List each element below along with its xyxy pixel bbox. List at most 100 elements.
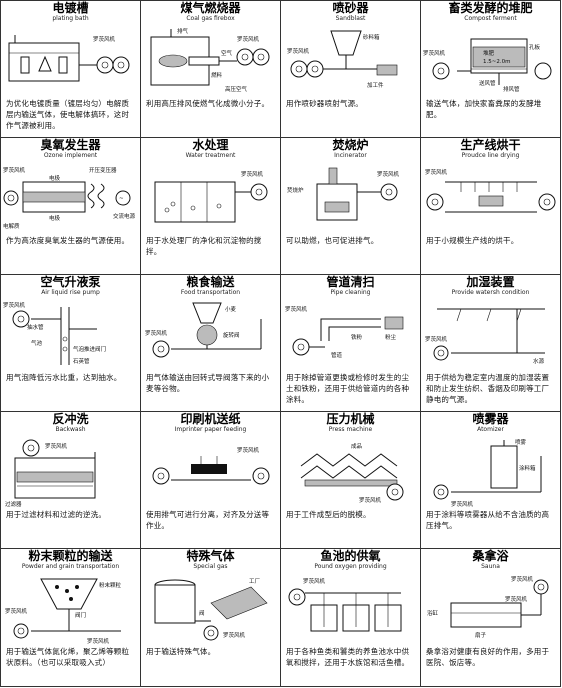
diagram-label: 电解质 xyxy=(3,222,20,230)
powder-transport-diagram: 罗茨风机 粉末颗粒 阀门 罗茨风机 xyxy=(5,578,122,645)
diagram-label: 罗茨风机 xyxy=(237,35,260,43)
diagram-label: 罗茨风机 xyxy=(505,595,528,603)
diagram-label: 阀 xyxy=(199,609,205,617)
cell-subtitle: Press machine xyxy=(328,426,373,433)
sauna-diagram: 罗茨风机 罗茨风机 浴缸 扇子 xyxy=(427,575,549,639)
diagram-label: 粉尘 xyxy=(385,333,397,341)
cell-atomizer: 喷雾器 Atomizer 喷雾 涂料箱 罗茨风机 用于涂料等喷雾器从给不含油质的… xyxy=(421,412,561,549)
diagram-label: 罗茨风机 xyxy=(237,446,260,454)
diagram-label: 排风管 xyxy=(503,85,520,93)
diagram-label: 粉末颗粒 xyxy=(99,581,122,589)
cell-title: 加湿装置 xyxy=(466,275,515,289)
diagram-label: 铁粉 xyxy=(351,333,363,341)
cell-header: 喷砂器 Sandblast xyxy=(281,1,420,25)
cell-header: 电镀槽 plating bath xyxy=(1,1,140,25)
cell-description: 为优化电镀质量（镀层均匀）电解质层内输送气体，使电解体搞环，这时作气源被利用。 xyxy=(6,99,130,130)
cell-title: 印刷机送纸 xyxy=(180,412,241,426)
diagram-label: 罗茨风机 xyxy=(303,577,326,585)
roots-blower-icon xyxy=(432,62,450,80)
diagram-label: 罗茨风机 xyxy=(87,637,110,645)
cell-description: 利用高压排风使燃气化成微小分子。 xyxy=(146,99,270,108)
diagram-label: 罗茨风机 xyxy=(451,500,474,508)
cell-description: 用气体输送由回转式导阀落下来的小麦等谷物。 xyxy=(146,373,270,393)
cell-description: 用作喷砂器喷射气源。 xyxy=(286,99,363,108)
diagram-label: 罗茨风机 xyxy=(423,49,446,57)
cell-subtitle: Pipe cleaning xyxy=(330,289,371,296)
cell-header: 生产线烘干 Proudce line drying xyxy=(421,138,560,162)
roots-blower-icon xyxy=(203,625,219,641)
diagram-label: 空气 xyxy=(221,49,233,57)
bathtub xyxy=(450,602,522,628)
diagram-label: 浴缸 xyxy=(427,609,439,617)
cell-sandblast: 喷砂器 Sandblast 砂料箱 罗茨风机 加工件 用作喷砂器喷射气源。 xyxy=(281,1,421,138)
cell-coal-gas-firebox: 煤气燃烧器 Coal gas firebox 排气 罗茨风机 空气 燃料 高压空… xyxy=(141,1,281,138)
roots-blower-icon xyxy=(292,338,310,356)
cell-title: 水处理 xyxy=(192,138,229,152)
cell-subtitle: Compost ferment xyxy=(464,15,517,22)
cell-title: 鱼池的供氧 xyxy=(320,549,381,563)
cell-description: 用气泡降低污水比重，达到抽水。 xyxy=(6,373,122,382)
cell-description: 用于小规模生产线的烘干。 xyxy=(426,236,519,245)
ozone-diagram: ~ 罗茨风机 电极 电极 开压变压器 电解质 交流电源 xyxy=(3,166,136,230)
cell-header: 桑拿浴 Sauna xyxy=(421,549,560,573)
diagram-label: 涂料箱 xyxy=(519,464,536,472)
diagram-label: 送风管 xyxy=(479,79,496,87)
cell-subtitle: Atomizer xyxy=(477,426,504,433)
roots-blower-icon xyxy=(433,484,449,500)
cell-plating-bath: 电镀槽 plating bath 罗茨风机 为优化电镀质量（镀层均匀）电解质层内… xyxy=(1,1,141,138)
roots-blower-icon xyxy=(386,483,404,501)
roots-blower-icon xyxy=(426,193,444,211)
roots-blower-icon xyxy=(433,345,449,361)
pipe-cleaning-diagram: 罗茨风机 铁粉 粉尘 管道 xyxy=(285,305,404,359)
diagram-label: 气泡推进阀门 xyxy=(73,345,106,353)
cell-printer-paper-feeding: 印刷机送纸 Imprinter paper feeding 罗茨风机 使用排气可… xyxy=(141,412,281,549)
cell-description: 用于输送气体氮化烯，聚乙烯等颗粒状原料。（也可以采取吸入式） xyxy=(6,647,130,667)
roots-blower-icon xyxy=(250,183,268,201)
cell-production-line-drying: 生产线烘干 Proudce line drying 罗茨风机 用于小规模生产线的… xyxy=(421,138,561,275)
diagram-label: 罗茨风机 xyxy=(93,35,116,43)
diagram-label: 抽水管 xyxy=(27,323,44,331)
roots-blower-icon xyxy=(152,467,170,485)
diagram-label: 罗茨风机 xyxy=(145,329,168,337)
sand-hopper xyxy=(330,30,362,56)
cell-description: 用于水处理厂的净化和沉淀物的搅拌。 xyxy=(146,236,262,256)
diagram-label: 交流电源 xyxy=(113,212,136,220)
diagram-label: 工厂 xyxy=(249,578,261,585)
diagram-label: 孔板 xyxy=(529,43,541,51)
cell-description: 用于输送特殊气体。 xyxy=(146,647,216,656)
cell-subtitle: Water treatment xyxy=(185,152,236,159)
diagram-label: 罗茨风机 xyxy=(511,575,534,583)
plating-bath-diagram: 罗茨风机 xyxy=(8,35,130,82)
cell-title: 管道清扫 xyxy=(326,275,375,289)
incinerator-diagram: 焚烧炉 罗茨风机 xyxy=(287,167,400,221)
diagram-label: 阀门 xyxy=(75,611,86,619)
roots-blower-icon xyxy=(96,56,114,74)
cell-title: 电镀槽 xyxy=(52,1,89,15)
cell-backwash: 反冲洗 Backwash 罗茨风机 过滤器 用于过滤材料和过滤的逆洗。 xyxy=(1,412,141,549)
cell-title: 焚烧炉 xyxy=(332,138,369,152)
cell-description: 用于供给为稳定室内温度的加湿装置和防止发生纺织、香烟及印刷等工厂静电的气源。 xyxy=(426,373,550,404)
roots-blower-icon xyxy=(13,623,29,639)
cell-header: 畜类发酵的堆肥 Compost ferment xyxy=(421,1,560,25)
cell-title: 桑拿浴 xyxy=(472,549,509,563)
cell-description: 用于除掉管道更换或检修时发生的尘土和铁粉，还用于供给管道内的各种涂料。 xyxy=(286,373,410,404)
cell-header: 加湿装置 Provide watersh condition xyxy=(421,275,560,299)
cell-subtitle: plating bath xyxy=(52,15,89,22)
cell-header: 印刷机送纸 Imprinter paper feeding xyxy=(141,412,280,436)
diagram-label: 罗茨风机 xyxy=(287,47,310,55)
roots-blower-icon xyxy=(12,310,30,328)
flame-icon xyxy=(158,54,188,68)
diagram-label: 加工件 xyxy=(367,81,384,89)
diagram-label: 高压空气 xyxy=(225,85,248,93)
atomizer-diagram: 喷雾 涂料箱 罗茨风机 xyxy=(433,438,542,508)
cell-humidifier: 加湿装置 Provide watersh condition 罗茨风机 水源 用… xyxy=(421,275,561,412)
cell-header: 焚烧炉 Incinerator xyxy=(281,138,420,162)
fish-pond-diagram: 罗茨风机 xyxy=(288,577,402,632)
diagram-label: 石英管 xyxy=(73,357,90,365)
cell-subtitle: Air liquid rise pump xyxy=(41,289,100,296)
cell-sauna: 桑拿浴 Sauna 罗茨风机 罗茨风机 浴缸 扇子 桑拿浴对健康有良好的作用，多… xyxy=(421,549,561,687)
diagram-label: 气池 xyxy=(31,339,43,347)
cell-title: 生产线烘干 xyxy=(460,138,521,152)
cell-title: 喷雾器 xyxy=(472,412,509,426)
